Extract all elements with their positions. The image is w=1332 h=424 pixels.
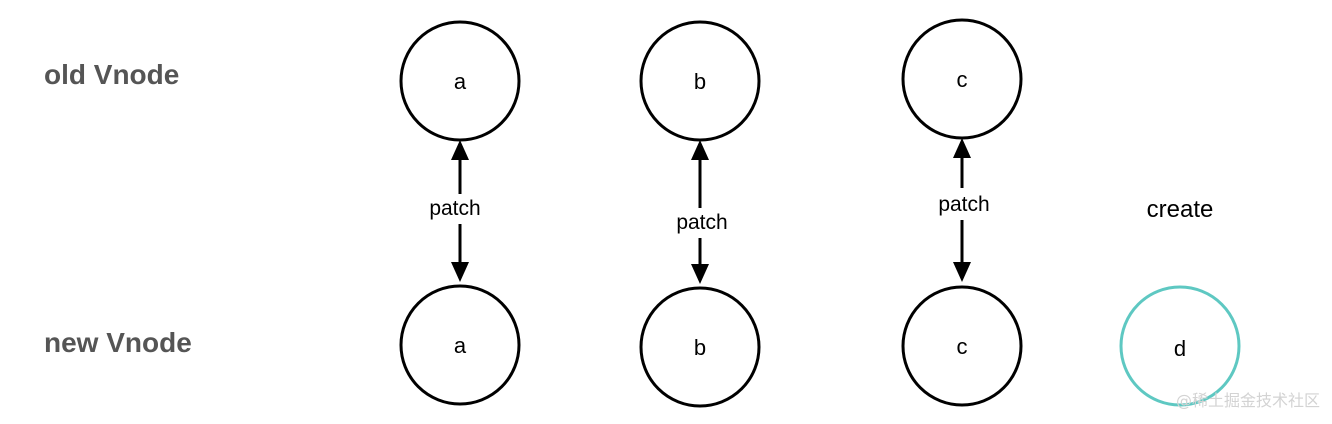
patch-label-b: patch bbox=[676, 211, 727, 234]
patch-arrow-c-down-head bbox=[953, 262, 971, 282]
new-node-c bbox=[901, 285, 1023, 407]
patch-arrow-a-up-head bbox=[451, 140, 469, 160]
patch-label-c: patch bbox=[938, 193, 989, 216]
column-c: c patch c bbox=[901, 18, 1023, 407]
new-node-b bbox=[639, 286, 761, 408]
new-node-a-label: a bbox=[454, 333, 467, 358]
column-d: create d bbox=[1119, 196, 1241, 407]
new-node-a bbox=[399, 284, 521, 406]
created-node-d-label: d bbox=[1174, 336, 1186, 361]
old-node-b-label: b bbox=[694, 69, 706, 94]
patch-arrow-c-up-head bbox=[953, 138, 971, 158]
old-vnode-row-label: old Vnode bbox=[44, 59, 179, 90]
old-node-c-label: c bbox=[957, 67, 968, 92]
watermark: @稀土掘金技术社区 bbox=[1176, 391, 1320, 410]
patch-arrow-b-down-head bbox=[691, 264, 709, 284]
new-node-c-label: c bbox=[957, 334, 968, 359]
create-annotation: create bbox=[1147, 196, 1214, 223]
old-node-a-label: a bbox=[454, 69, 467, 94]
column-a: a patch a bbox=[399, 20, 521, 406]
patch-label-a: patch bbox=[429, 197, 480, 220]
patch-arrow-a-down-head bbox=[451, 262, 469, 282]
patch-arrow-b-up-head bbox=[691, 140, 709, 160]
new-vnode-row-label: new Vnode bbox=[44, 327, 192, 358]
new-node-b-label: b bbox=[694, 335, 706, 360]
column-b: b patch b bbox=[639, 20, 761, 408]
created-node-d bbox=[1119, 285, 1241, 407]
